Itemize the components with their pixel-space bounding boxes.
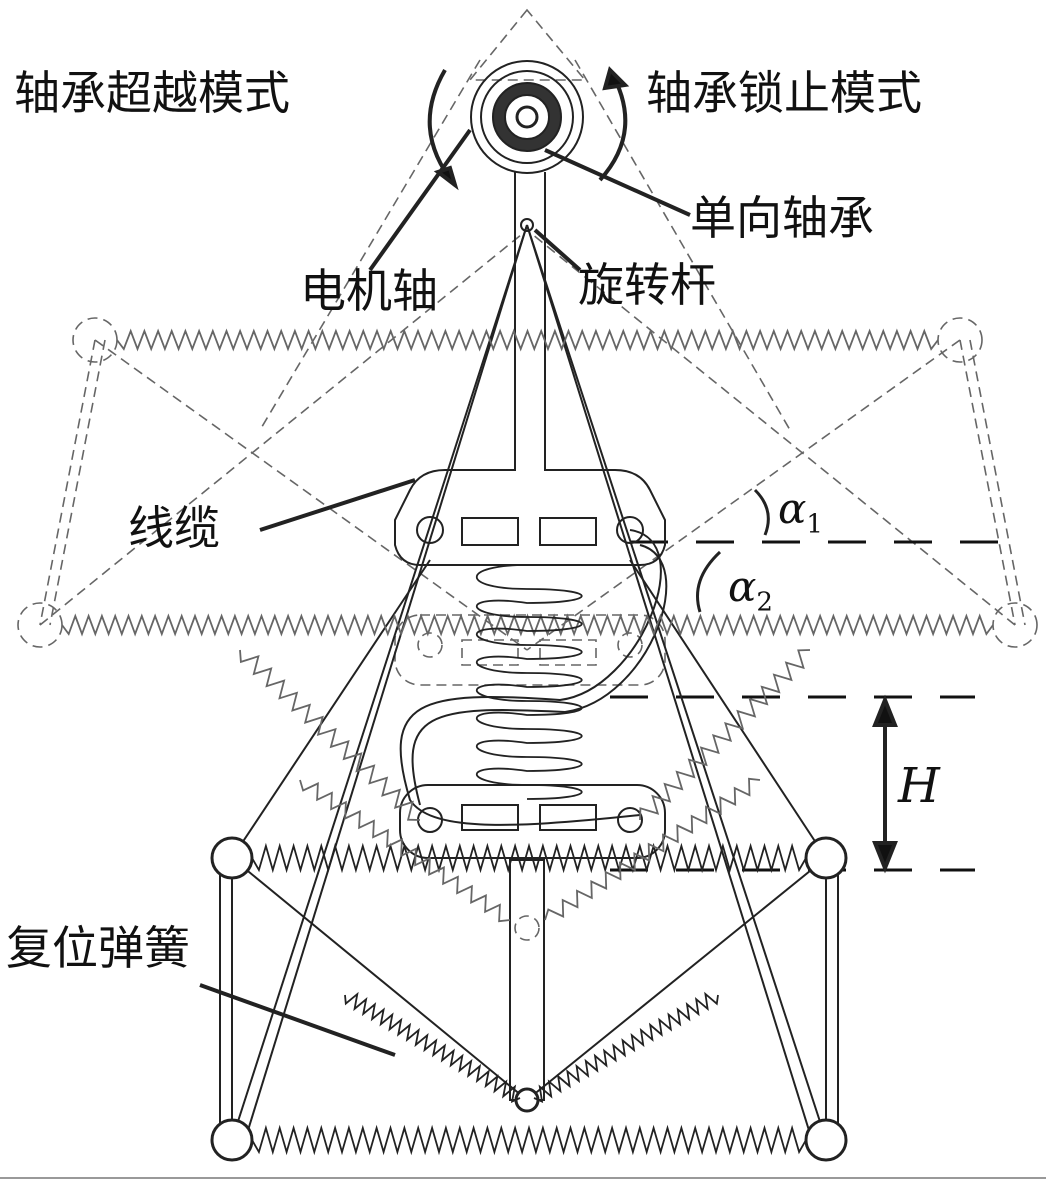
cable-inner: [411, 544, 668, 806]
label-motor-shaft: 电机轴: [300, 264, 438, 318]
alpha2-subscript: 2: [756, 587, 773, 618]
frame-links: [219, 224, 839, 1141]
springs: [61, 328, 994, 1156]
alpha1-subscript: 1: [806, 509, 823, 540]
label-one-way-bearing: 单向轴承: [690, 191, 874, 245]
deployed-state-outline: [17, 8, 1038, 941]
one-way-bearing: [394, 60, 666, 566]
label-alpha1: α1: [778, 488, 823, 540]
cable: [399, 529, 662, 826]
horizontal-spring: [251, 1124, 807, 1156]
label-rotating-rod: 旋转杆: [578, 258, 716, 312]
joints: [210, 836, 848, 1162]
label-alpha2: α2: [728, 566, 773, 618]
label-cable: 线缆: [128, 501, 220, 555]
rotation-arrows: [199, 66, 898, 1057]
alpha-symbol: α: [778, 484, 807, 533]
compression-spring: [476, 564, 583, 800]
deployed-spring: [639, 649, 811, 821]
deployed-spring: [61, 613, 994, 637]
deployed-spring: [116, 328, 939, 352]
reset-spring: [344, 991, 521, 1104]
top-plate: [416, 516, 644, 546]
alpha-symbol: α: [728, 562, 757, 611]
deployed-spring: [299, 779, 511, 923]
horizontal-spring: [251, 842, 807, 874]
label-overrun-mode: 轴承超越模式: [14, 66, 290, 120]
reset-spring: [533, 991, 719, 1103]
deployed-spring: [239, 649, 421, 821]
label-lock-mode: 轴承锁止模式: [646, 66, 922, 120]
reference-lines: [610, 540, 1005, 872]
label-height: H: [898, 758, 940, 814]
deployed-spring: [544, 777, 761, 921]
label-reset-spring: 复位弹簧: [6, 921, 190, 975]
